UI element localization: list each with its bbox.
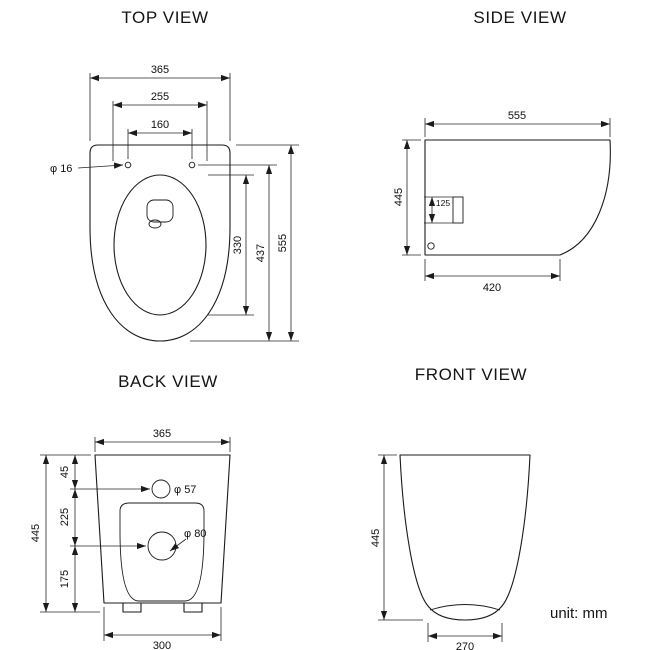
dim-back-inlet-to-outlet: 225 (59, 508, 71, 526)
top-view-drawing: 365 255 160 φ 16 330 437 555 (50, 64, 299, 342)
outlet-hole (147, 531, 177, 561)
dim-side-base-length: 420 (483, 282, 501, 294)
toilet-back-outline (94, 454, 231, 613)
side-view-dimension-lines (402, 118, 611, 281)
base-rim (429, 604, 501, 611)
dim-back-base-width: 300 (153, 640, 171, 650)
dim-back-width: 365 (153, 428, 171, 440)
dim-side-length: 555 (508, 110, 526, 122)
toilet-side-outline (424, 139, 611, 256)
dim-top-width: 365 (151, 64, 169, 76)
dim-front-base-width: 270 (456, 641, 474, 650)
front-view-drawing: 445 270 (370, 454, 531, 650)
toilet-front-outline (399, 454, 531, 621)
top-view-dimension-lines (77, 73, 299, 342)
front-view-title: FRONT VIEW (414, 365, 528, 384)
back-view-dimension-lines (40, 437, 231, 641)
back-view-title: BACK VIEW (118, 372, 218, 391)
seat-hole-right (188, 161, 196, 169)
dim-front-height: 445 (370, 529, 382, 547)
dim-top-opening-depth: 330 (232, 236, 244, 254)
unit-label: unit: mm (550, 605, 608, 622)
fixing-bracket (452, 196, 464, 224)
dim-top-rim-depth: 437 (255, 244, 267, 262)
dim-top-overall-depth: 555 (277, 234, 289, 252)
side-view-drawing: 555 445 125 420 (393, 110, 611, 294)
feet (122, 602, 203, 613)
dim-back-outlet-dia: φ 80 (184, 528, 206, 540)
dim-top-seat-width: 255 (151, 91, 169, 103)
seat-hole-left (124, 161, 132, 169)
front-view-dimension-lines (378, 454, 503, 642)
inlet-hole (151, 479, 171, 499)
dim-side-height: 445 (393, 188, 405, 206)
top-view-title: TOP VIEW (121, 8, 209, 27)
dim-top-hole-dia: φ 16 (50, 163, 72, 175)
dim-top-hole-spacing: 160 (151, 119, 169, 131)
dim-side-fixing: 125 (436, 198, 450, 208)
dim-back-outlet-to-base: 175 (59, 570, 71, 588)
side-view-title: SIDE VIEW (473, 8, 567, 27)
toilet-top-outline (89, 144, 231, 342)
dim-back-height: 445 (30, 524, 42, 542)
trapway-cover (119, 502, 205, 602)
drain-hole (427, 242, 435, 250)
dim-back-inlet-dia: φ 57 (174, 484, 196, 496)
back-view-drawing: 365 45 225 175 445 φ 57 φ 80 300 (30, 428, 231, 650)
dim-back-top-to-inlet: 45 (59, 466, 71, 478)
